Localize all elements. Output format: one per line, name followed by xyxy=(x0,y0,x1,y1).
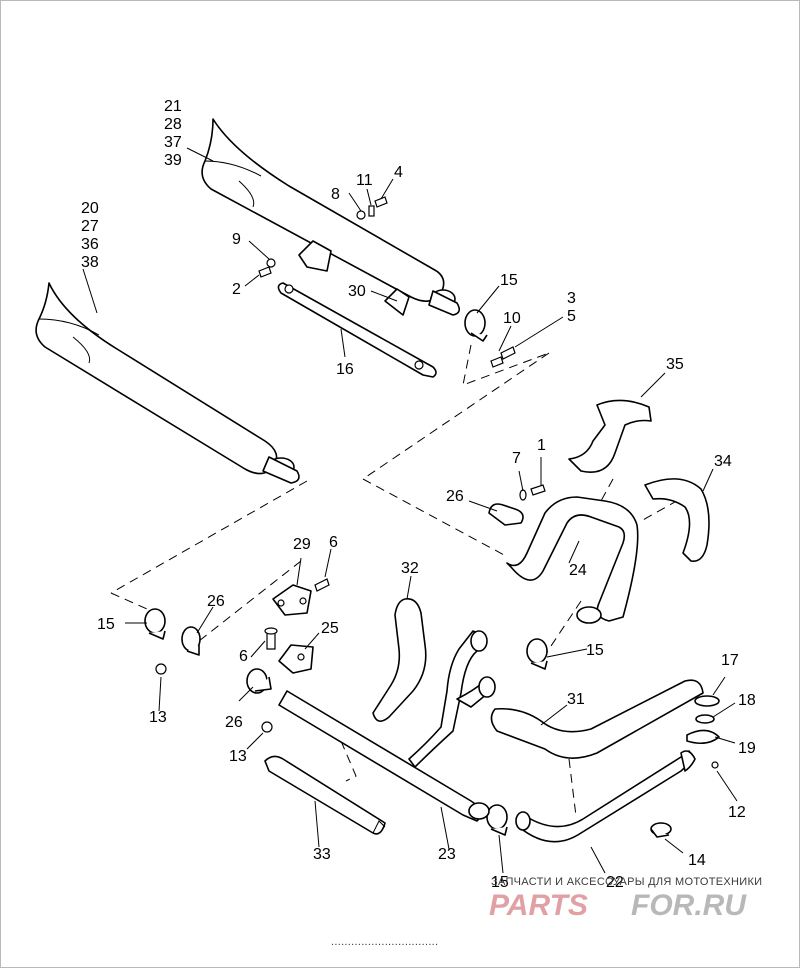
callout-28: 28 xyxy=(164,116,182,133)
callout-35: 35 xyxy=(666,356,684,373)
header-pipe-22 xyxy=(515,750,696,843)
heat-shield-32 xyxy=(372,597,427,722)
callout-3: 3 xyxy=(567,290,576,307)
callout-26-top: 26 xyxy=(446,488,464,505)
callout-6-mid: 6 xyxy=(239,648,248,665)
callout-7: 7 xyxy=(512,450,521,467)
callout-36: 36 xyxy=(81,236,99,253)
clamp-26-b xyxy=(246,668,272,694)
small-hardware xyxy=(155,484,719,769)
gaskets xyxy=(686,695,720,745)
callout-24: 24 xyxy=(569,562,587,579)
callout-11: 11 xyxy=(356,172,373,189)
clamp-26-a xyxy=(181,626,201,656)
callout-1: 1 xyxy=(537,437,546,454)
callout-26-bottom: 26 xyxy=(225,714,243,731)
callout-16: 16 xyxy=(336,361,354,378)
callout-20: 20 xyxy=(81,200,99,217)
callout-13-bottom: 13 xyxy=(229,748,247,765)
callout-15-top: 15 xyxy=(500,272,518,289)
callout-numbers: 21 28 37 39 20 27 36 38 4 11 8 9 2 30 16… xyxy=(81,98,756,891)
watermark: ЗАПЧАСТИ И АКСЕССУАРЫ ДЛЯ МОТОТЕХНИКИ PA… xyxy=(331,876,762,948)
callout-15-mid: 15 xyxy=(586,642,604,659)
clamp-15-b xyxy=(144,608,166,640)
callout-33: 33 xyxy=(313,846,331,863)
assembly-dashed-lines xyxy=(110,344,692,817)
bracket-25 xyxy=(278,644,314,674)
lower-muffler xyxy=(35,282,300,484)
watermark-caption: ЗАПЧАСТИ И АКСЕССУАРЫ ДЛЯ МОТОТЕХНИКИ xyxy=(491,876,762,888)
leader-lines xyxy=(82,147,738,874)
upper-hardware xyxy=(258,196,516,368)
clamp-14 xyxy=(650,822,672,838)
heat-shield-31 xyxy=(490,679,704,759)
heat-shield-34 xyxy=(644,478,710,562)
callout-21: 21 xyxy=(164,98,182,115)
callout-15-left: 15 xyxy=(97,616,115,633)
watermark-logo-left: PARTS xyxy=(489,889,588,922)
bracket-30 xyxy=(298,240,410,316)
heat-shield-35 xyxy=(568,399,652,473)
callout-27: 27 xyxy=(81,218,99,235)
callout-17: 17 xyxy=(721,652,739,669)
callout-8: 8 xyxy=(331,186,340,203)
callout-37: 37 xyxy=(164,134,182,151)
callout-29: 29 xyxy=(293,536,311,553)
header-pipe-24 xyxy=(506,496,639,624)
callout-4: 4 xyxy=(394,164,403,181)
callout-6-top: 6 xyxy=(329,534,338,551)
bracket-29 xyxy=(272,584,312,616)
callout-34: 34 xyxy=(714,453,732,470)
callout-39: 39 xyxy=(164,152,182,169)
callout-19: 19 xyxy=(738,740,756,757)
callout-32: 32 xyxy=(401,560,419,577)
muffler-bracket-16 xyxy=(277,282,437,378)
callout-5: 5 xyxy=(567,308,576,325)
watermark-footer: ................................ xyxy=(331,936,438,948)
callout-26-left: 26 xyxy=(207,593,225,610)
callout-15-bottom: 15 xyxy=(491,874,509,891)
callout-22: 22 xyxy=(606,874,624,891)
clamp-15-c xyxy=(526,638,548,670)
upper-muffler xyxy=(201,118,461,316)
callout-2: 2 xyxy=(232,281,241,298)
callout-25: 25 xyxy=(321,620,339,637)
callout-18: 18 xyxy=(738,692,756,709)
callout-10: 10 xyxy=(503,310,521,327)
callout-13-left: 13 xyxy=(149,709,167,726)
callout-14: 14 xyxy=(688,852,706,869)
callout-9: 9 xyxy=(232,231,241,248)
callout-31: 31 xyxy=(567,691,585,708)
clamp-15-a xyxy=(464,309,488,342)
clamp-26-c xyxy=(488,503,524,526)
callout-12: 12 xyxy=(728,804,746,821)
clamp-15-d xyxy=(486,804,508,836)
callout-23: 23 xyxy=(438,846,456,863)
watermark-logo-right: FOR.RU xyxy=(631,889,747,922)
callout-30: 30 xyxy=(348,283,366,300)
heat-shield-33 xyxy=(264,755,386,835)
callout-38: 38 xyxy=(81,254,99,271)
header-pipe-23 xyxy=(278,630,496,822)
